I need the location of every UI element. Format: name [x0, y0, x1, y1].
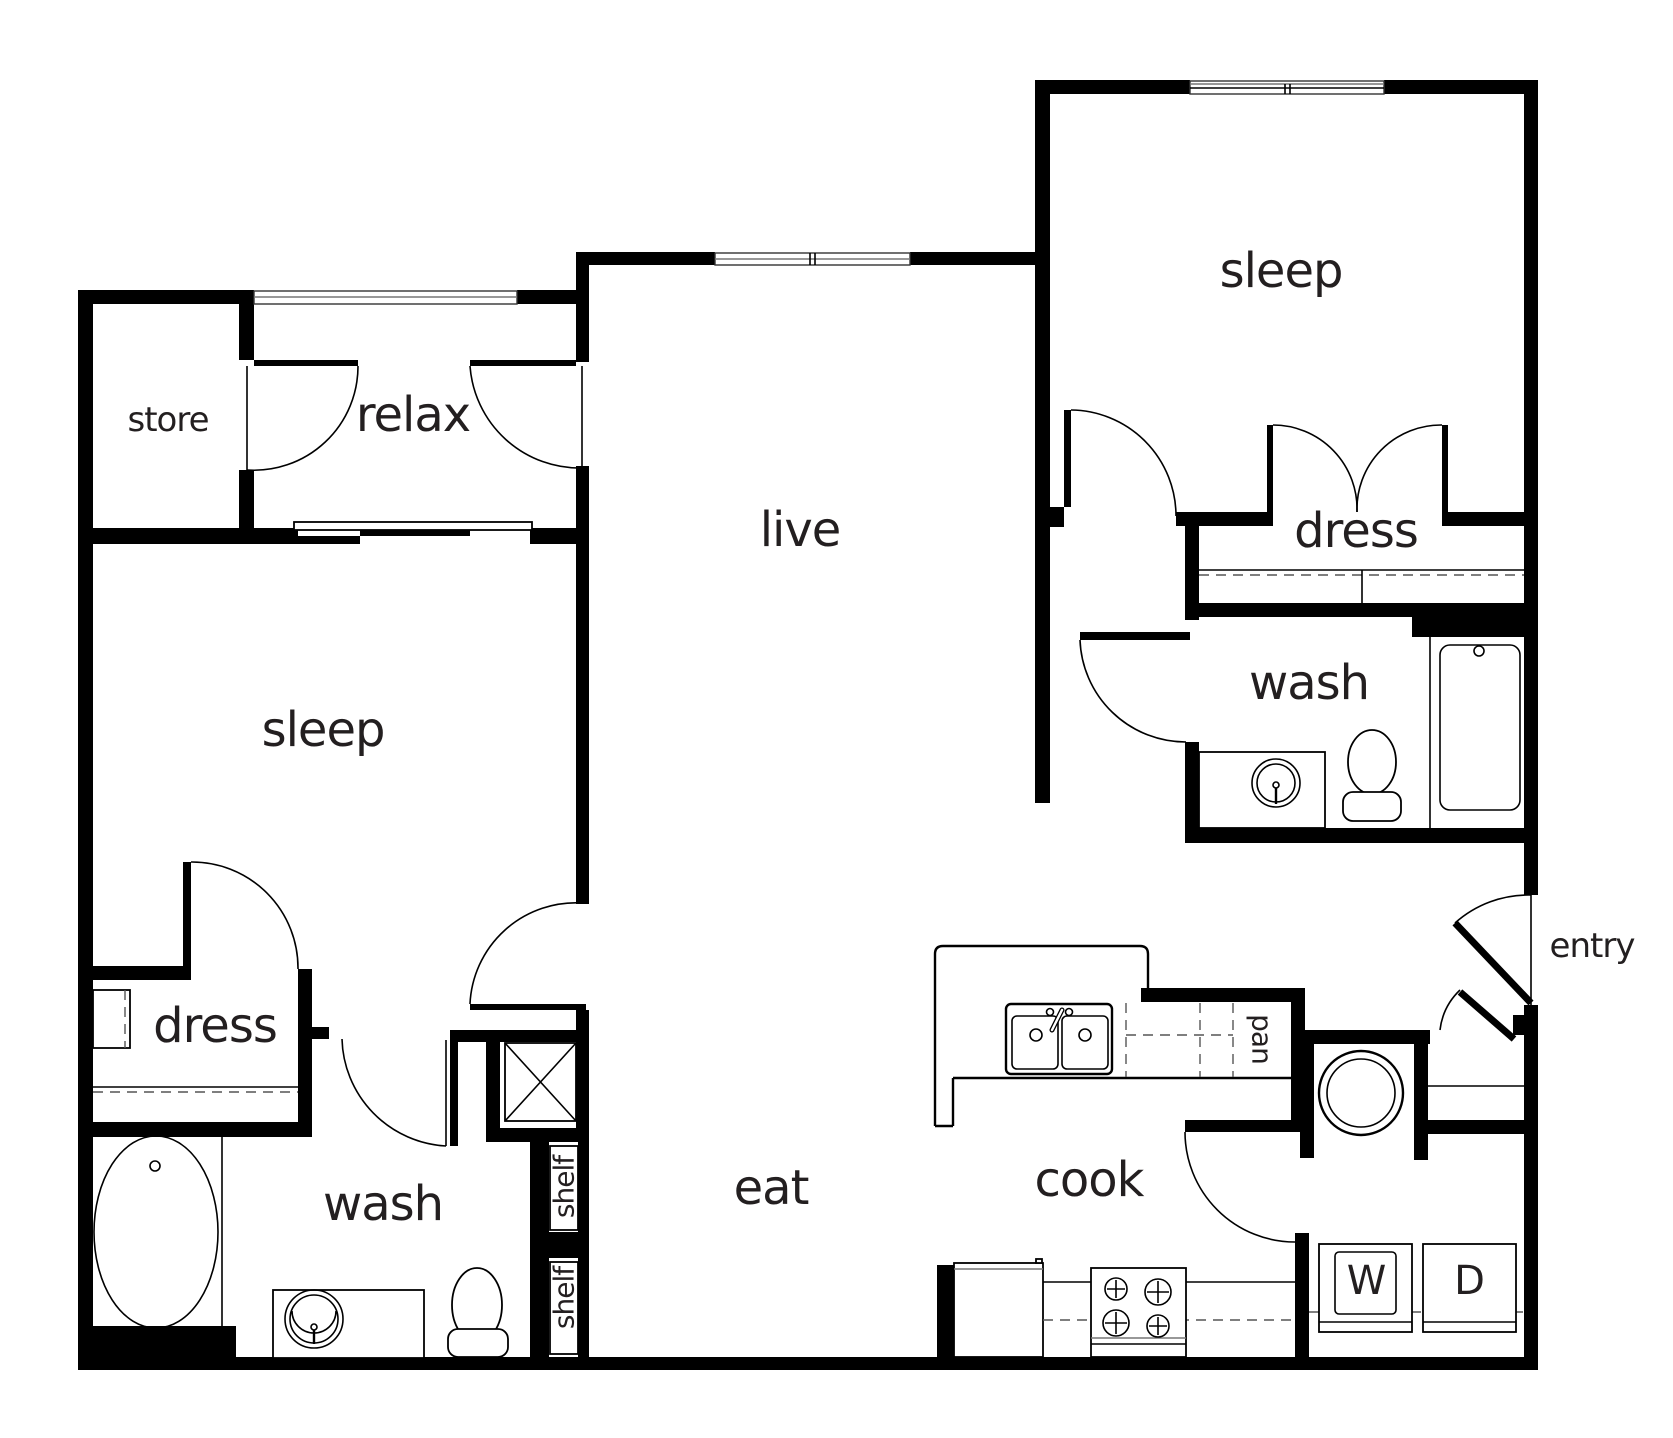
bathtub-icon — [1429, 637, 1521, 828]
walls — [78, 80, 1538, 1370]
windows — [253, 80, 1385, 305]
room-label-shelf-upper: shelf — [547, 1155, 581, 1219]
relax-doors — [246, 365, 583, 531]
sink-icon — [272, 1289, 425, 1359]
washer-icon — [1318, 1243, 1413, 1333]
washer-label: W — [1346, 1258, 1387, 1304]
refrigerator-icon — [953, 1258, 1044, 1358]
room-label-relax: relax — [355, 387, 471, 443]
shower-icon — [504, 1042, 577, 1122]
toilet-icon — [1342, 729, 1402, 822]
room-label-store: store — [127, 400, 210, 440]
sink-icon — [1198, 751, 1326, 829]
room-label-eat: eat — [733, 1160, 810, 1216]
room-label-live: live — [759, 502, 842, 558]
door-swing-icon — [469, 365, 583, 469]
window-icon — [714, 252, 911, 266]
room-label-pan: pan — [1245, 1014, 1279, 1064]
window-icon — [1189, 80, 1385, 95]
room-label-dress-left: dress — [153, 998, 278, 1054]
dryer-icon — [1422, 1243, 1517, 1333]
stove-icon — [1090, 1267, 1187, 1358]
entry — [1439, 894, 1534, 1042]
dryer-label: D — [1454, 1258, 1485, 1304]
room-label-cook: cook — [1034, 1152, 1145, 1208]
room-label-sleep-left: sleep — [261, 702, 386, 758]
right-suite — [1050, 409, 1538, 843]
kitchen — [933, 944, 1524, 1370]
room-label-wash-right: wash — [1248, 655, 1370, 711]
room-label-wash-left: wash — [322, 1176, 444, 1232]
room-label-entry: entry — [1549, 926, 1636, 966]
room-label-shelf-lower: shelf — [547, 1266, 581, 1330]
window-icon — [253, 290, 518, 305]
room-label-dress-right: dress — [1294, 503, 1419, 559]
kitchen-sink-icon — [1004, 1002, 1114, 1076]
room-label-sleep-right: sleep — [1219, 243, 1344, 299]
door-swing-icon — [246, 365, 359, 472]
bathtub-icon — [93, 1135, 223, 1329]
toilet-icon — [447, 1267, 509, 1358]
water-heater-icon — [1317, 1049, 1405, 1137]
left-suite — [78, 861, 589, 1370]
laundry — [1309, 1243, 1524, 1333]
